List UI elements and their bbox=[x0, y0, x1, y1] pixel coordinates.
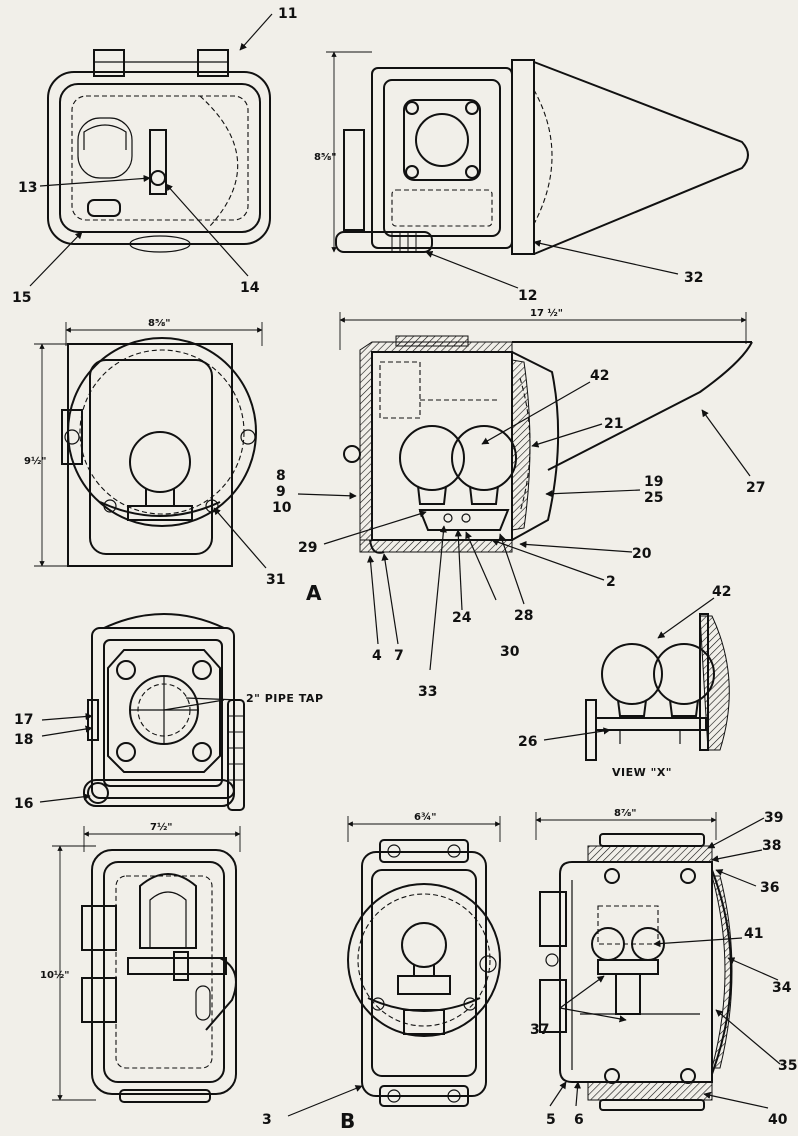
callout-36: 36 bbox=[760, 880, 779, 896]
callout-29: 29 bbox=[298, 540, 317, 556]
view-bottom-right-section bbox=[535, 812, 733, 1111]
pipe-tap-note: 2" PIPE TAP bbox=[246, 692, 324, 705]
callout-32: 32 bbox=[684, 270, 703, 286]
dimension-d6: 10½" bbox=[40, 970, 69, 981]
section-label-b: B bbox=[340, 1109, 355, 1132]
view-middle-front bbox=[34, 322, 263, 567]
callout-9: 9 bbox=[276, 484, 286, 500]
callout-10: 10 bbox=[272, 500, 292, 516]
callout-27: 27 bbox=[746, 480, 765, 496]
view-top-side bbox=[326, 51, 749, 255]
callout-7: 7 bbox=[394, 648, 404, 664]
callout-3: 3 bbox=[262, 1112, 272, 1128]
callout-35: 35 bbox=[778, 1058, 797, 1074]
callout-16: 16 bbox=[14, 796, 33, 812]
dimension-d8: 8⅞" bbox=[614, 808, 637, 819]
callout-8: 8 bbox=[276, 468, 286, 484]
callout-labels: 11 13 14 15 12 32 31 27 21 42 19 25 20 2… bbox=[12, 6, 797, 1128]
view-top-front bbox=[47, 49, 271, 253]
callout-15: 15 bbox=[12, 290, 31, 306]
callout-37: 37 bbox=[530, 1022, 549, 1038]
callout-4: 4 bbox=[372, 648, 382, 664]
section-label-a: A bbox=[306, 581, 322, 605]
callout-34: 34 bbox=[772, 980, 792, 996]
callout-25: 25 bbox=[644, 490, 663, 506]
view-x-label: VIEW "X" bbox=[612, 766, 672, 779]
callout-28: 28 bbox=[514, 608, 533, 624]
callout-42a: 42 bbox=[590, 368, 609, 384]
callout-42b: 42 bbox=[712, 584, 731, 600]
callout-39: 39 bbox=[764, 810, 783, 826]
view-middle-section bbox=[339, 312, 753, 554]
callout-26: 26 bbox=[518, 734, 537, 750]
callout-40: 40 bbox=[768, 1112, 788, 1128]
callout-30: 30 bbox=[500, 644, 520, 660]
dimension-d4: 9½" bbox=[24, 456, 47, 467]
callout-17: 17 bbox=[14, 712, 33, 728]
callout-5: 5 bbox=[546, 1112, 556, 1128]
leader-lines bbox=[29, 13, 781, 1117]
callout-18: 18 bbox=[14, 732, 33, 748]
callout-38: 38 bbox=[762, 838, 781, 854]
callout-31: 31 bbox=[266, 572, 285, 588]
view-bottom-left bbox=[52, 826, 241, 1103]
view-x-detail bbox=[585, 613, 730, 761]
callout-24: 24 bbox=[452, 610, 472, 626]
view-bottom-middle bbox=[347, 816, 501, 1107]
callout-20: 20 bbox=[632, 546, 652, 562]
callout-6: 6 bbox=[574, 1112, 584, 1128]
dimension-d3: 17 ½" bbox=[530, 308, 563, 319]
callout-41: 41 bbox=[744, 926, 763, 942]
callout-33: 33 bbox=[418, 684, 437, 700]
callout-14: 14 bbox=[240, 280, 260, 296]
callout-11: 11 bbox=[278, 6, 297, 22]
callout-21: 21 bbox=[604, 416, 623, 432]
callout-19: 19 bbox=[644, 474, 663, 490]
dimension-d1: 8⅝" bbox=[314, 152, 337, 163]
callout-12: 12 bbox=[518, 288, 537, 304]
dimension-d5: 7½" bbox=[150, 822, 173, 833]
callout-2: 2 bbox=[606, 574, 616, 590]
dimension-d2: 8⅝" bbox=[148, 318, 171, 329]
dimension-labels: 8⅝" 8⅝" 17 ½" 9½" 7½" 10½" 6¾" 8⅞" bbox=[24, 152, 637, 981]
callout-13: 13 bbox=[18, 180, 37, 196]
view-pipe-tap bbox=[83, 613, 245, 811]
dimension-d7: 6¾" bbox=[414, 812, 437, 823]
